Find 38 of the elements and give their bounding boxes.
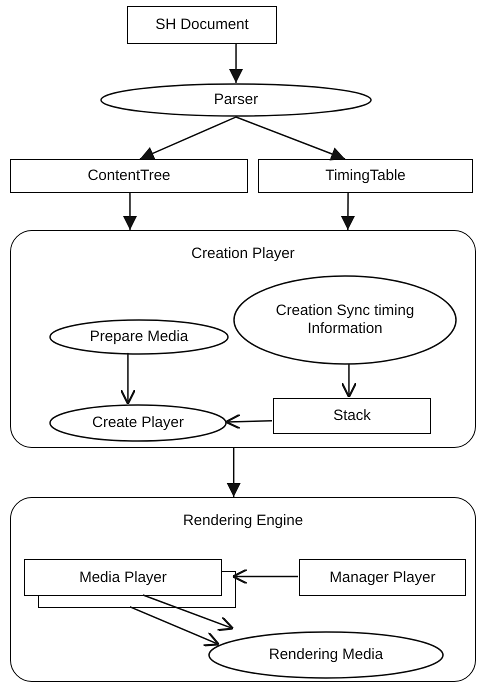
arrow [236,116,346,160]
node-label: Media Player [78,568,168,588]
arrow [130,606,220,646]
node-label: TimingTable [325,167,406,185]
rounded-container [10,230,476,448]
ellipse-node [233,275,457,365]
node-label: Create Player [92,414,184,432]
arrow [140,116,236,160]
ellipse-node [49,404,227,442]
process-box [127,6,277,44]
node-label: Stack [333,407,371,425]
arrow [142,594,234,632]
rounded-container [10,497,476,682]
arrow [229,44,244,83]
stacked-box [24,559,236,608]
arrow [340,193,355,230]
container-heading: Creation Player [191,244,295,263]
arrow [232,568,298,585]
node-label: SH Document [155,16,249,34]
node-label: Manager Player [330,568,436,586]
node-label: Creation Sync timing Information [275,302,415,338]
node-label: Rendering Media [268,646,384,664]
node-label: Parser [214,91,258,109]
process-box [299,559,466,596]
process-box [258,159,473,193]
arrow [120,352,136,405]
container-heading: Rendering Engine [182,511,304,530]
arrow [340,364,357,398]
ellipse-node [49,319,229,355]
process-box [10,159,248,193]
arrow [224,414,272,430]
arrow [226,448,241,497]
process-box [273,398,431,434]
ellipse-node [208,631,444,679]
ellipse-node [100,83,372,117]
node-label: Prepare Media [90,328,188,346]
arrow [122,193,137,230]
node-label: ContentTree [88,167,170,185]
